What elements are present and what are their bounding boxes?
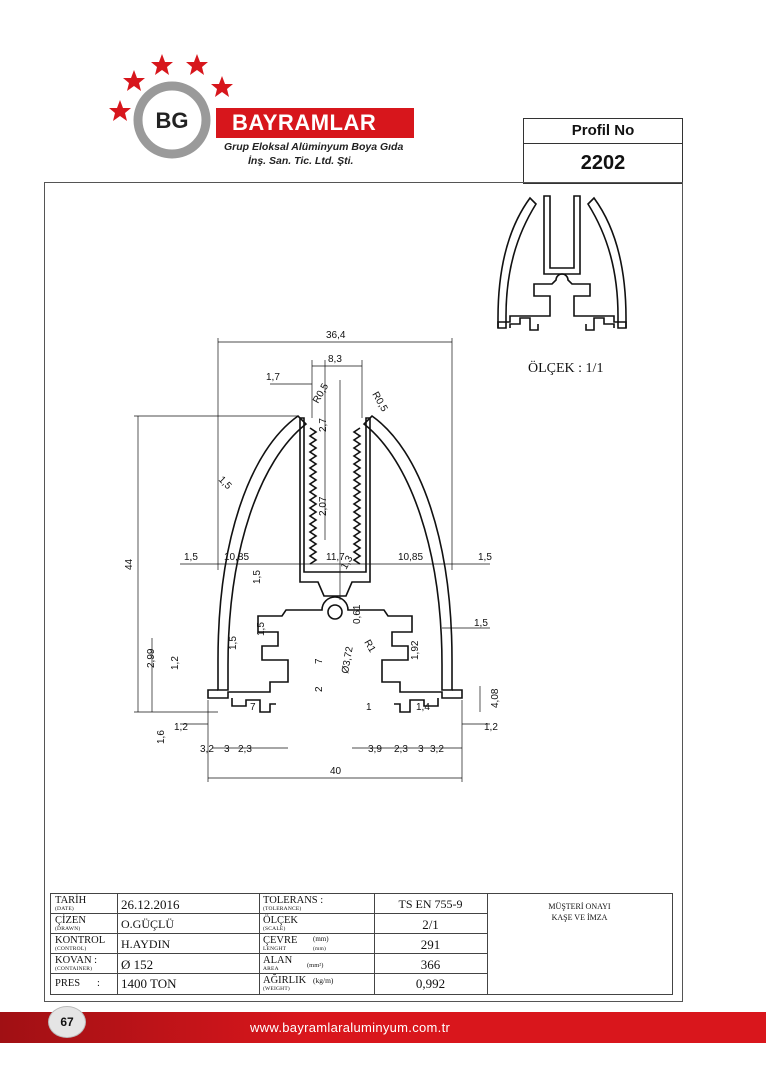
dim-1-5-diag: 1,5 (216, 474, 234, 492)
dim-2-vertical: 2 (314, 686, 325, 692)
company-name: BAYRAMLAR (232, 110, 377, 135)
date-sublabel: (DATE) (55, 906, 74, 912)
dim-1-horizontal: 1 (366, 702, 372, 713)
dim-r05-left: R0,5 (311, 381, 331, 405)
container-label: KOVAN : (55, 955, 98, 966)
dim-2-3-left: 2,3 (238, 744, 252, 755)
profile-number-box: Profil No 2202 (523, 118, 683, 184)
dim-1-92: 1,92 (410, 640, 421, 660)
area-label: ALAN (263, 955, 293, 966)
dim-3-72: Ø3,72 (340, 645, 356, 674)
dim-0-61: 0,61 (352, 604, 363, 624)
dim-3-2-left: 3,2 (200, 744, 214, 755)
date-label: TARİH (55, 895, 87, 906)
perimeter-label: ÇEVRE (263, 935, 298, 946)
weight-label: AĞIRLIK (263, 975, 307, 986)
control-label: KONTROL (55, 935, 106, 946)
dim-1-7: 1,7 (266, 372, 280, 383)
dim-1-5-v1: 1,5 (252, 570, 263, 584)
dim-1-5-right2: 1,5 (474, 618, 488, 629)
dimension-labels: 36,4 8,3 1,7 R0,5 R0,5 2,7 2,07 1,5 44 1… (124, 330, 501, 777)
dim-3-right: 3 (418, 744, 424, 755)
perimeter-sub-unit: (mm) (313, 946, 327, 952)
container-sublabel: (CONTAINER) (55, 966, 93, 972)
profile-outline (207, 414, 463, 713)
scale-value: 2/1 (422, 917, 439, 932)
company-subtitle-line2: İnş. San. Tic. Ltd. Şti. (248, 155, 354, 167)
area-sublabel: AREA (263, 966, 279, 972)
dim-10-85-right: 10,85 (398, 552, 423, 563)
dim-7-vertical: 7 (314, 658, 325, 664)
press-label: PRES (55, 978, 81, 989)
dim-3-left: 3 (224, 744, 230, 755)
drawn-value: O.GÜÇLÜ (121, 917, 174, 931)
dim-1-5-v3: 1,5 (228, 636, 239, 650)
area-value: 366 (420, 957, 441, 972)
dim-10-85-left: 10,85 (224, 552, 249, 563)
tolerance-sublabel: (TOLERANCE) (263, 906, 302, 912)
dim-4-08: 4,08 (490, 688, 501, 708)
page-number: 67 (48, 1006, 86, 1038)
drawing-frame (44, 182, 683, 1002)
logo-graphic: BG (109, 54, 233, 159)
approval-line1: MÜŞTERİ ONAYI (548, 902, 611, 911)
date-value: 26.12.2016 (121, 897, 180, 912)
dim-2-07: 2,07 (318, 496, 329, 516)
scale-sublabel: (SCALE) (263, 926, 286, 932)
dim-2-99: 2,99 (146, 648, 157, 668)
dimension-lines (134, 338, 490, 782)
dim-7-horizontal: 7 (250, 702, 256, 713)
drawn-sublabel: (DRAWN) (55, 926, 81, 932)
dim-r05-right: R0,5 (369, 390, 389, 414)
dim-3-9: 3,9 (368, 744, 382, 755)
dim-r1: R1 (361, 638, 377, 655)
perimeter-value: 291 (420, 937, 441, 952)
logo-bg-text: BG (156, 108, 189, 133)
dim-1-2-vertical: 1,2 (170, 656, 181, 670)
dim-2-7: 2,7 (318, 418, 329, 432)
approval-line2: KAŞE VE İMZA (551, 913, 608, 922)
company-subtitle-line1: Grup Eloksal Alüminyum Boya Gıda (224, 141, 404, 153)
profile-thumbnail (497, 195, 627, 331)
dim-3-2-right: 3,2 (430, 744, 444, 755)
dim-40: 40 (330, 766, 342, 777)
dim-1-4: 1,4 (416, 702, 430, 713)
website-link[interactable]: www.bayramlaraluminyum.com.tr (250, 1020, 451, 1035)
dim-36-4: 36,4 (326, 330, 346, 341)
technical-drawing: 36,4 8,3 1,7 R0,5 R0,5 2,7 2,07 1,5 44 1… (124, 330, 501, 782)
container-value: Ø 152 (121, 957, 154, 972)
dim-1-6: 1,6 (156, 730, 167, 744)
dim-8-3: 8,3 (328, 354, 342, 365)
control-value: H.AYDIN (121, 937, 171, 951)
profile-label: Profil No (524, 119, 682, 144)
dim-2-3-right: 2,3 (394, 744, 408, 755)
title-block: TARİH (DATE) 26.12.2016 TOLERANS : (TOLE… (50, 893, 673, 995)
tolerance-value: TS EN 755-9 (398, 897, 463, 911)
dim-1-5-v2: 1,5 (256, 622, 267, 636)
weight-sublabel: (WEIGHT) (263, 986, 290, 992)
weight-value: 0,992 (415, 976, 446, 991)
tolerance-label: TOLERANS : (263, 895, 324, 906)
scale-label: ÖLÇEK (263, 915, 298, 926)
dim-1-2-left: 1,2 (174, 722, 188, 733)
profile-number: 2202 (580, 152, 626, 174)
weight-unit: (kg/m) (313, 976, 334, 985)
scale-note: ÖLÇEK : 1/1 (528, 361, 604, 376)
footer-bar (0, 1012, 766, 1043)
perimeter-sublabel: LENGHT (263, 946, 287, 952)
dim-1-2-right: 1,2 (484, 722, 498, 733)
dim-1-5-right: 1,5 (478, 552, 492, 563)
dim-11-7: 11,7 (326, 552, 345, 563)
control-sublabel: (CONTROL) (55, 946, 87, 952)
press-value: 1400 TON (121, 976, 177, 991)
dim-44: 44 (124, 558, 135, 570)
brand-bar (216, 108, 414, 138)
press-colon: : (97, 978, 100, 989)
drawn-label: ÇİZEN (55, 915, 86, 926)
star-icons (109, 54, 233, 121)
dim-1-5-left: 1,5 (184, 552, 198, 563)
perimeter-unit: (mm) (313, 935, 329, 943)
area-unit: (mm²) (307, 962, 324, 969)
